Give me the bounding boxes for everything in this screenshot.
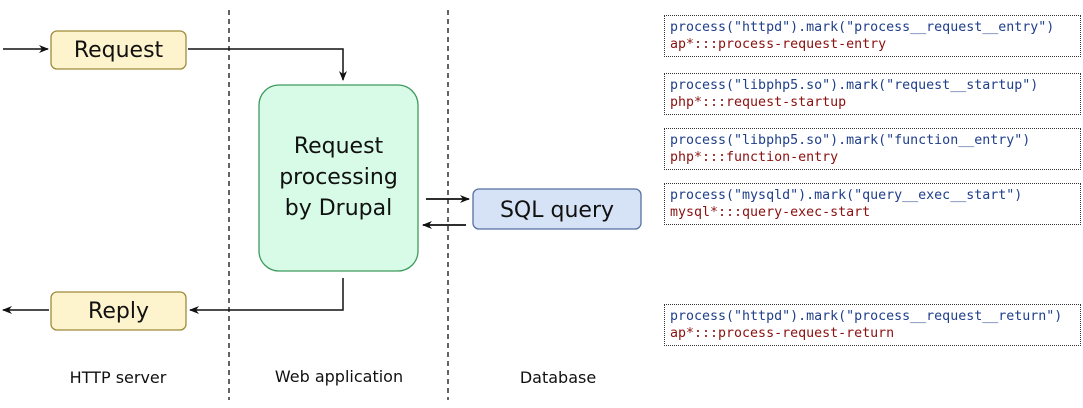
sql-query-label: SQL query [500, 198, 614, 223]
column-label-database: Database [520, 368, 596, 387]
drupal-label-line-3: by Drupal [285, 196, 392, 221]
probe-call-text: process("httpd").mark("process__request_… [670, 20, 1055, 35]
reply-box [50, 291, 187, 331]
probe-box-query-exec-start: process("mysqld").mark("query__exec__sta… [664, 183, 1081, 225]
probe-box-request-startup: process("libphp5.so").mark("request__sta… [664, 73, 1081, 115]
probe-name-text: php*:::request-startup [670, 95, 847, 110]
request-label: Request [74, 38, 164, 63]
drupal-box [258, 84, 419, 272]
probe-name-text: ap*:::process-request-return [670, 326, 895, 341]
probe-call-text: process("libphp5.so").mark("request__sta… [670, 78, 1039, 93]
probe-name-text: ap*:::process-request-entry [670, 37, 887, 52]
probe-call-text: process("httpd").mark("process__request_… [670, 309, 1063, 324]
column-label-web-application: Web application [275, 367, 403, 386]
probe-call-text: process("mysqld").mark("query__exec__sta… [670, 188, 1023, 203]
probe-name-text: mysql*:::query-exec-start [670, 205, 871, 220]
drupal-label-line-1: Request [294, 134, 384, 159]
reply-label: Reply [88, 299, 149, 324]
probe-box-function-entry: process("libphp5.so").mark("function__en… [664, 128, 1081, 170]
probe-box-process-request-entry: process("httpd").mark("process__request_… [664, 15, 1081, 57]
probe-name-text: php*:::function-entry [670, 150, 839, 165]
probe-box-process-request-return: process("httpd").mark("process__request_… [664, 304, 1081, 346]
request-to-drupal-arrow [188, 48, 347, 81]
drupal-label-line-2: processing [279, 165, 398, 190]
probe-call-text: process("libphp5.so").mark("function__en… [670, 133, 1031, 148]
sql-query-box [472, 188, 642, 230]
drupal-to-reply-arrow [189, 278, 344, 314]
column-label-http-server: HTTP server [70, 368, 167, 387]
request-box [50, 30, 187, 70]
